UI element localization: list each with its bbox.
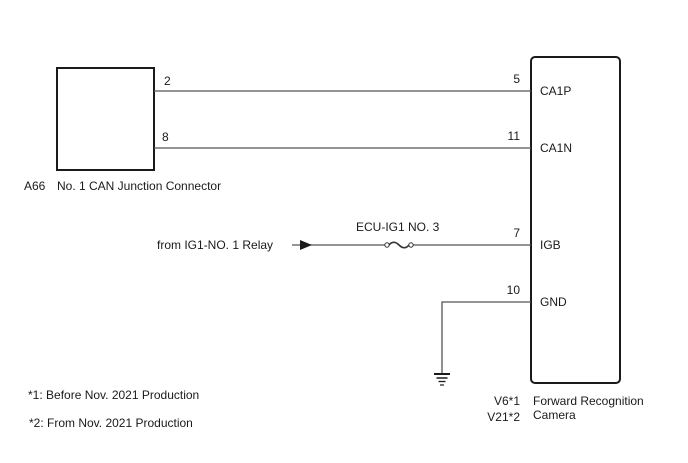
junction-connector-name: No. 1 CAN Junction Connector bbox=[57, 179, 222, 193]
junction-pin-2: 2 bbox=[164, 74, 171, 88]
camera-pin-5: 5 bbox=[513, 72, 520, 86]
junction-pin-8: 8 bbox=[162, 130, 169, 144]
arrow-right-icon bbox=[300, 240, 312, 250]
junction-connector-box bbox=[56, 67, 155, 171]
fuse-icon bbox=[384, 241, 414, 249]
junction-connector-code: A66 bbox=[24, 179, 46, 193]
camera-pin-10: 10 bbox=[506, 283, 520, 297]
camera-name-line2: Camera bbox=[533, 408, 576, 422]
camera-name-line1: Forward Recognition bbox=[533, 394, 644, 408]
fuse-label: ECU-IG1 NO. 3 bbox=[356, 220, 440, 234]
camera-code-v21: V21*2 bbox=[487, 410, 520, 424]
power-source-label: from IG1-NO. 1 Relay bbox=[157, 238, 274, 252]
note-2: *2: From Nov. 2021 Production bbox=[29, 416, 193, 430]
camera-pin-label-ca1p: CA1P bbox=[540, 84, 572, 98]
camera-code-v6: V6*1 bbox=[493, 394, 520, 408]
note-1: *1: Before Nov. 2021 Production bbox=[28, 388, 200, 402]
wire-gnd bbox=[441, 301, 531, 373]
camera-pin-11: 11 bbox=[507, 129, 520, 143]
camera-pin-7: 7 bbox=[513, 226, 520, 240]
camera-pin-label-gnd: GND bbox=[540, 295, 567, 309]
ground-icon bbox=[434, 373, 450, 386]
camera-box bbox=[530, 56, 621, 384]
camera-pin-label-ca1n: CA1N bbox=[540, 141, 573, 155]
camera-pin-label-igb: IGB bbox=[540, 238, 561, 252]
